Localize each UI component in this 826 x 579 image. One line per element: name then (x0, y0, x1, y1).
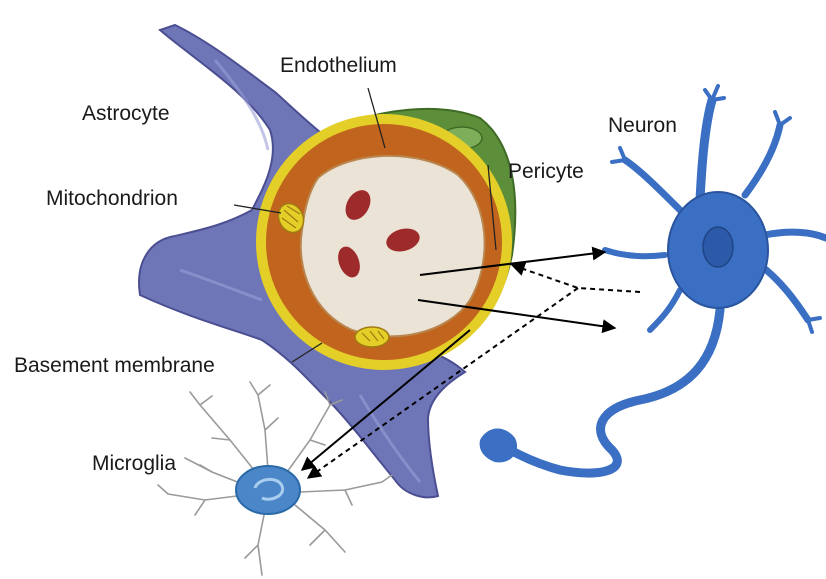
microglia-label: Microglia (92, 452, 176, 475)
neuron-nucleus (703, 227, 733, 267)
neuron-axon-terminal (480, 428, 517, 462)
mitochondrion-2 (355, 327, 389, 347)
endothelium-label: Endothelium (280, 54, 397, 77)
dashed-arrow-neuron-to-vessel (512, 265, 640, 292)
basement-membrane-label: Basement membrane (14, 354, 215, 377)
neuron (495, 86, 826, 473)
microglia-body (236, 466, 300, 514)
pericyte-label: Pericyte (508, 160, 584, 183)
mitochondrion-label: Mitochondrion (46, 187, 178, 210)
astrocyte-label: Astrocyte (82, 102, 170, 125)
neuron-label: Neuron (608, 114, 677, 137)
